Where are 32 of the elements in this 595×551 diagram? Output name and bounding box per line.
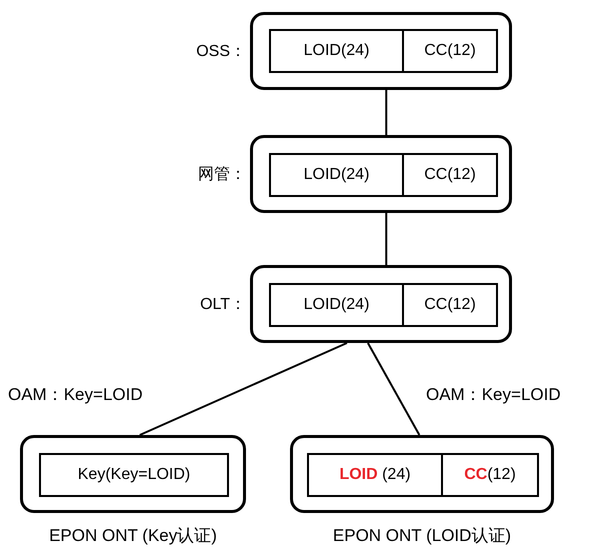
field-cell bbox=[269, 29, 404, 73]
field-cell bbox=[402, 283, 498, 327]
device-box bbox=[290, 435, 554, 513]
device-box bbox=[250, 135, 512, 213]
field-label: CC(12) bbox=[424, 295, 476, 315]
device-label: 网管： bbox=[198, 165, 246, 185]
connector-line bbox=[385, 213, 388, 265]
device-label: EPON ONT (Key认证) bbox=[48, 525, 218, 547]
field-cell bbox=[402, 153, 498, 197]
field-label: LOID(24) bbox=[304, 165, 370, 185]
device-label: OSS： bbox=[196, 42, 246, 62]
device-label: EPON ONT (LOID认证) bbox=[332, 525, 512, 547]
field-cell bbox=[269, 153, 404, 197]
field-cell bbox=[307, 453, 443, 497]
field-label: LOID(24) bbox=[304, 295, 370, 315]
device-label: OLT： bbox=[200, 295, 246, 315]
field-cell bbox=[269, 283, 404, 327]
field-cell bbox=[39, 453, 229, 497]
field-label: LOID(24) bbox=[304, 41, 370, 61]
device-box bbox=[250, 265, 512, 343]
field-cell bbox=[402, 29, 498, 73]
field-label: Key(Key=LOID) bbox=[78, 465, 190, 485]
device-box bbox=[20, 435, 246, 513]
field-label: CC(12) bbox=[464, 465, 516, 485]
field-cell bbox=[441, 453, 539, 497]
field-label: CC(12) bbox=[424, 165, 476, 185]
connector-line bbox=[139, 342, 348, 436]
field-label: CC(12) bbox=[424, 41, 476, 61]
connector-line bbox=[367, 342, 420, 436]
device-box bbox=[250, 12, 512, 90]
field-label: LOID (24) bbox=[339, 465, 411, 485]
connector-line bbox=[385, 90, 388, 135]
